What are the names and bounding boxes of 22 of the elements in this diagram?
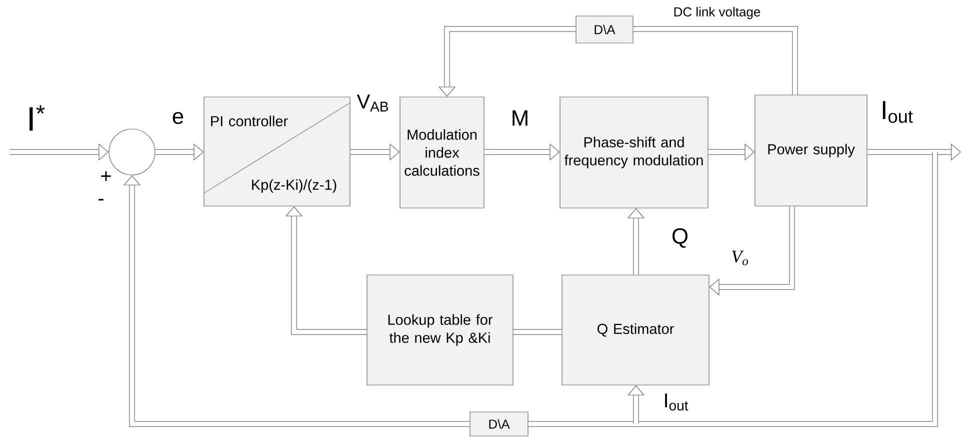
controller-box: PI controller Kp(z-Ki)/(z-1) [203,96,351,206]
edge-label: V$_{o}$ [732,250,748,266]
process-box: Modulation index calculations [400,96,484,208]
arrow [123,175,470,427]
edge-label: I$^{*}$ [30,105,45,131]
process-box: Q Estimator [562,274,710,386]
edge-label: e [172,112,184,124]
converter-box: D\A [470,412,528,436]
edge-label: I$_{out}$ [882,101,913,123]
edge-label: Q [672,228,688,248]
sign-label: + [101,171,111,182]
process-box: Phase-shift and frequency modulation [560,96,708,208]
arrow [285,206,367,335]
edge-label: DC link voltage [674,6,760,20]
sign-label: - [98,198,104,201]
converter-box: D\A [576,16,634,44]
edge-label: V$_{AB}$ [356,94,388,112]
process-box: Lookup table for the new Kp &Ki [366,274,514,386]
arrow [709,206,795,296]
process-box: Power supply [754,94,868,206]
edge-label: M [512,110,528,126]
edge-label: I$_{out}$ [665,394,688,411]
